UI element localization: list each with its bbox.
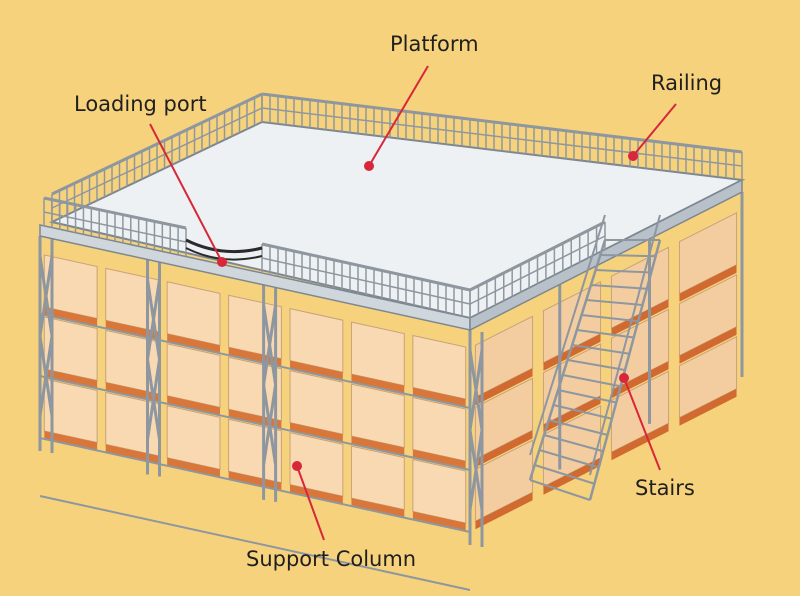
stair-step: [557, 389, 617, 404]
pallet-base: [679, 388, 737, 426]
pallet-base: [290, 360, 343, 381]
pallet-base: [412, 511, 466, 532]
pallet-base: [475, 368, 533, 406]
pallet-base: [44, 306, 98, 327]
stair-step: [590, 284, 647, 290]
stair-step: [572, 344, 630, 355]
stair-step: [548, 419, 608, 436]
cross-brace: [146, 359, 161, 440]
stair-step: [581, 314, 639, 323]
railing-group: [43, 92, 743, 318]
pallet-base: [351, 374, 405, 394]
platform-label: Platform: [390, 32, 479, 56]
shelf-beam: [39, 375, 471, 471]
stairs-label: Stairs: [635, 476, 695, 500]
pallet-base: [351, 498, 405, 518]
railing-marker: [628, 151, 638, 161]
support-column-marker: [292, 461, 302, 471]
pallet-base: [679, 326, 737, 364]
pallet-base: [105, 320, 159, 340]
stair-step: [529, 479, 591, 501]
stair-handrail: [589, 214, 661, 476]
cross-brace: [38, 335, 54, 417]
cross-brace: [468, 349, 484, 431]
stair-step: [567, 359, 626, 371]
cross-brace: [146, 279, 161, 360]
pallet-base: [543, 333, 601, 371]
pallet-base: [475, 430, 533, 468]
support-column-label: Support Column: [246, 547, 417, 571]
stair-step: [534, 464, 595, 485]
loading-port-label: Loading port: [74, 92, 207, 116]
stair-step: [576, 329, 634, 339]
pallet-base: [290, 484, 343, 505]
loading-port-marker: [217, 257, 227, 267]
stair-step: [553, 404, 613, 420]
pallet-base: [167, 457, 220, 478]
loading-port-gate: [185, 238, 263, 254]
pallet-base: [679, 264, 737, 302]
pallet-base: [611, 361, 669, 399]
pallet-base: [167, 395, 220, 416]
cross-brace: [38, 255, 54, 337]
cross-brace: [262, 384, 278, 466]
pallet-base: [44, 368, 98, 389]
cross-brace: [468, 429, 484, 511]
platform-marker: [364, 161, 374, 171]
pallet-base: [105, 444, 159, 464]
stair-step: [586, 299, 643, 306]
stair-step: [539, 449, 600, 469]
pallet-base: [290, 422, 343, 443]
pallet-base: [351, 436, 405, 456]
pallet-base: [167, 333, 220, 354]
leader-lines: [149, 65, 677, 541]
pallet-base: [543, 395, 601, 433]
pallet-base: [44, 430, 98, 451]
stair-step: [595, 269, 652, 274]
stair-step: [562, 374, 621, 388]
stairs-structure: [528, 214, 662, 501]
pallet-base: [475, 492, 533, 530]
stair-step: [600, 254, 656, 258]
cross-brace: [262, 304, 278, 386]
stairs-marker: [619, 373, 629, 383]
stair-step: [543, 434, 604, 453]
pallet-base: [105, 382, 159, 402]
stair-handrail: [529, 214, 606, 456]
shelf-beam: [39, 313, 471, 409]
pallet-base: [611, 423, 669, 461]
pallet-base: [228, 471, 282, 491]
shelf-beam: [39, 495, 471, 591]
railing-label: Railing: [651, 71, 723, 95]
pallet-base: [412, 449, 466, 470]
shelf-beam: [39, 437, 471, 533]
pallet-base: [412, 387, 466, 408]
